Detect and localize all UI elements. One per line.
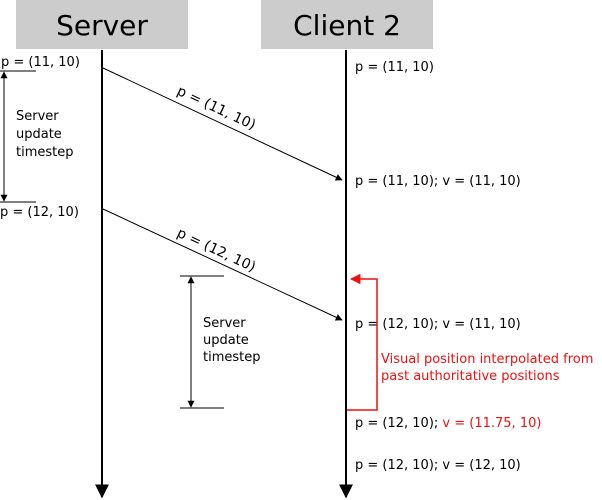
server-timestep-label-2: Server update timestep [203,316,261,365]
client-state-3-interpolated-velocity: v = (11.75, 10) [442,416,541,431]
client-state-3-position: p = (12, 10); [355,416,442,431]
server-position-label-2: p = (12, 10) [0,205,79,220]
server-title: Server [56,9,148,42]
client-state-4: p = (12, 10); v = (12, 10) [355,458,521,473]
client-state-2: p = (12, 10); v = (11, 10) [355,317,521,332]
client-lane-header: Client 2 [261,0,433,49]
server-timestep-bracket-1 [0,70,36,203]
server-lane-header: Server [16,0,188,49]
client-state-1: p = (11, 10); v = (11, 10) [355,174,521,189]
client-state-3: p = (12, 10); v = (11.75, 10) [355,416,541,431]
message-label-2: p = (12, 10) [174,225,258,275]
message-label-1: p = (11, 10) [174,83,258,133]
server-timestep-bracket-2 [180,275,224,409]
client-title: Client 2 [293,9,401,42]
server-header-box [16,0,188,49]
message-arrow-2 [102,208,343,321]
client-state-0: p = (11, 10) [355,60,434,75]
server-timestep-label-1: Server update timestep [16,109,74,160]
interpolation-bracket [347,273,378,411]
message-arrow-1 [102,67,343,181]
server-position-label-1: p = (11, 10) [1,55,80,70]
interpolation-note: Visual position interpolated from past a… [381,352,598,384]
client-header-box [261,0,433,49]
